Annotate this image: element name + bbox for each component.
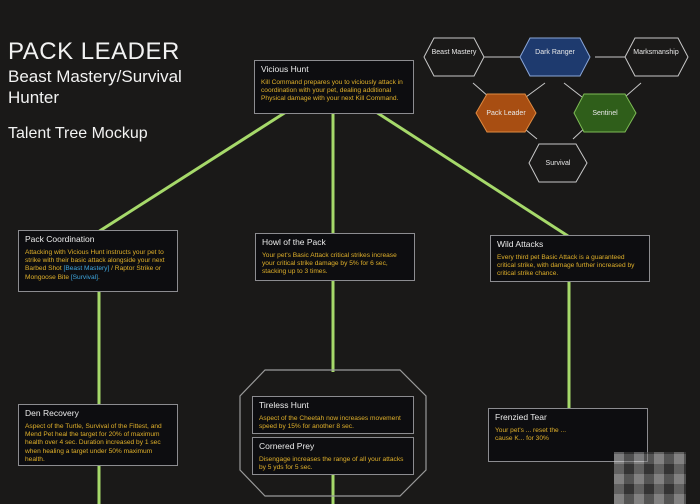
talent-name: Frenzied Tear xyxy=(495,412,547,422)
choice-node-frame xyxy=(239,369,427,497)
talent-desc: Every third pet Basic Attack is a guaran… xyxy=(497,254,635,278)
talent-wild-attacks[interactable]: Wild Attacks Every third pet Basic Attac… xyxy=(490,235,650,282)
hex-beast-mastery xyxy=(423,37,485,77)
hex-sentinel xyxy=(573,93,637,133)
desc-part: . xyxy=(97,273,100,281)
talent-name: Den Recovery xyxy=(25,408,79,418)
hex-label-survival[interactable]: Survival xyxy=(545,160,571,167)
connector-vicious-to-wild-attacks xyxy=(375,110,569,238)
desc-part: / Raptor Strike or Mongoose Bite xyxy=(25,265,161,281)
talent-den-recovery[interactable]: Den Recovery Aspect of the Turtle, Survi… xyxy=(18,404,178,466)
talent-desc: Disengage increases the range of all you… xyxy=(259,456,404,472)
hex-dark-ranger xyxy=(519,37,591,77)
page-note: Talent Tree Mockup xyxy=(8,125,148,142)
watermark-overlay xyxy=(614,452,686,504)
hex-label-marksmanship[interactable]: Marksmanship xyxy=(633,49,679,56)
page-title: PACK LEADER xyxy=(8,38,180,65)
talent-name: Vicious Hunt xyxy=(261,64,309,74)
talent-desc: Kill Command prepares you to viciously a… xyxy=(261,79,403,103)
talent-desc: Aspect of the Cheetah now increases move… xyxy=(259,415,401,431)
talent-desc: Attacking with Vicious Hunt instructs yo… xyxy=(25,249,171,282)
hex-label-pack-leader[interactable]: Pack Leader xyxy=(486,110,526,117)
talent-name: Pack Coordination xyxy=(25,234,95,244)
talent-pack-coordination[interactable]: Pack Coordination Attacking with Vicious… xyxy=(18,230,178,292)
talent-name: Cornered Prey xyxy=(259,441,315,451)
spec-tag-survival: [Survival] xyxy=(70,273,98,281)
talent-name: Wild Attacks xyxy=(497,239,544,249)
spec-tag-beast-mastery: [Beast Mastery] xyxy=(63,265,110,273)
hero-chart-connectors xyxy=(472,56,642,140)
page-subtitle: Beast Mastery/Survival Hunter xyxy=(8,67,182,107)
talent-tireless-hunt[interactable]: Tireless Hunt Aspect of the Cheetah now … xyxy=(252,396,414,434)
talent-frenzied-tear[interactable]: Frenzied Tear Your pet's ... reset the .… xyxy=(488,408,648,462)
hex-survival xyxy=(528,143,588,183)
talent-cornered-prey[interactable]: Cornered Prey Disengage increases the ra… xyxy=(252,437,414,475)
talent-name: Howl of the Pack xyxy=(262,237,326,247)
talent-desc: Aspect of the Turtle, Survival of the Fi… xyxy=(25,423,162,463)
hex-label-beast-mastery[interactable]: Beast Mastery xyxy=(431,49,477,56)
desc-part: Attacking with Vicious Hunt instructs yo… xyxy=(25,249,165,273)
hex-marksmanship xyxy=(624,37,689,77)
talent-howl-of-the-pack[interactable]: Howl of the Pack Your pet's Basic Attack… xyxy=(255,233,415,281)
hex-pack-leader xyxy=(475,93,537,133)
title-block: PACK LEADER Beast Mastery/Survival Hunte… xyxy=(8,38,198,144)
talent-name: Tireless Hunt xyxy=(259,400,309,410)
talent-desc: Your pet's ... reset the ... cause K... … xyxy=(495,427,567,443)
talent-vicious-hunt[interactable]: Vicious Hunt Kill Command prepares you t… xyxy=(254,60,414,114)
hex-label-dark-ranger[interactable]: Dark Ranger xyxy=(535,49,575,56)
connector-vicious-to-pack-coordination xyxy=(97,110,287,234)
hex-label-sentinel[interactable]: Sentinel xyxy=(592,110,618,117)
talent-desc: Your pet's Basic Attack critical strikes… xyxy=(262,252,397,276)
